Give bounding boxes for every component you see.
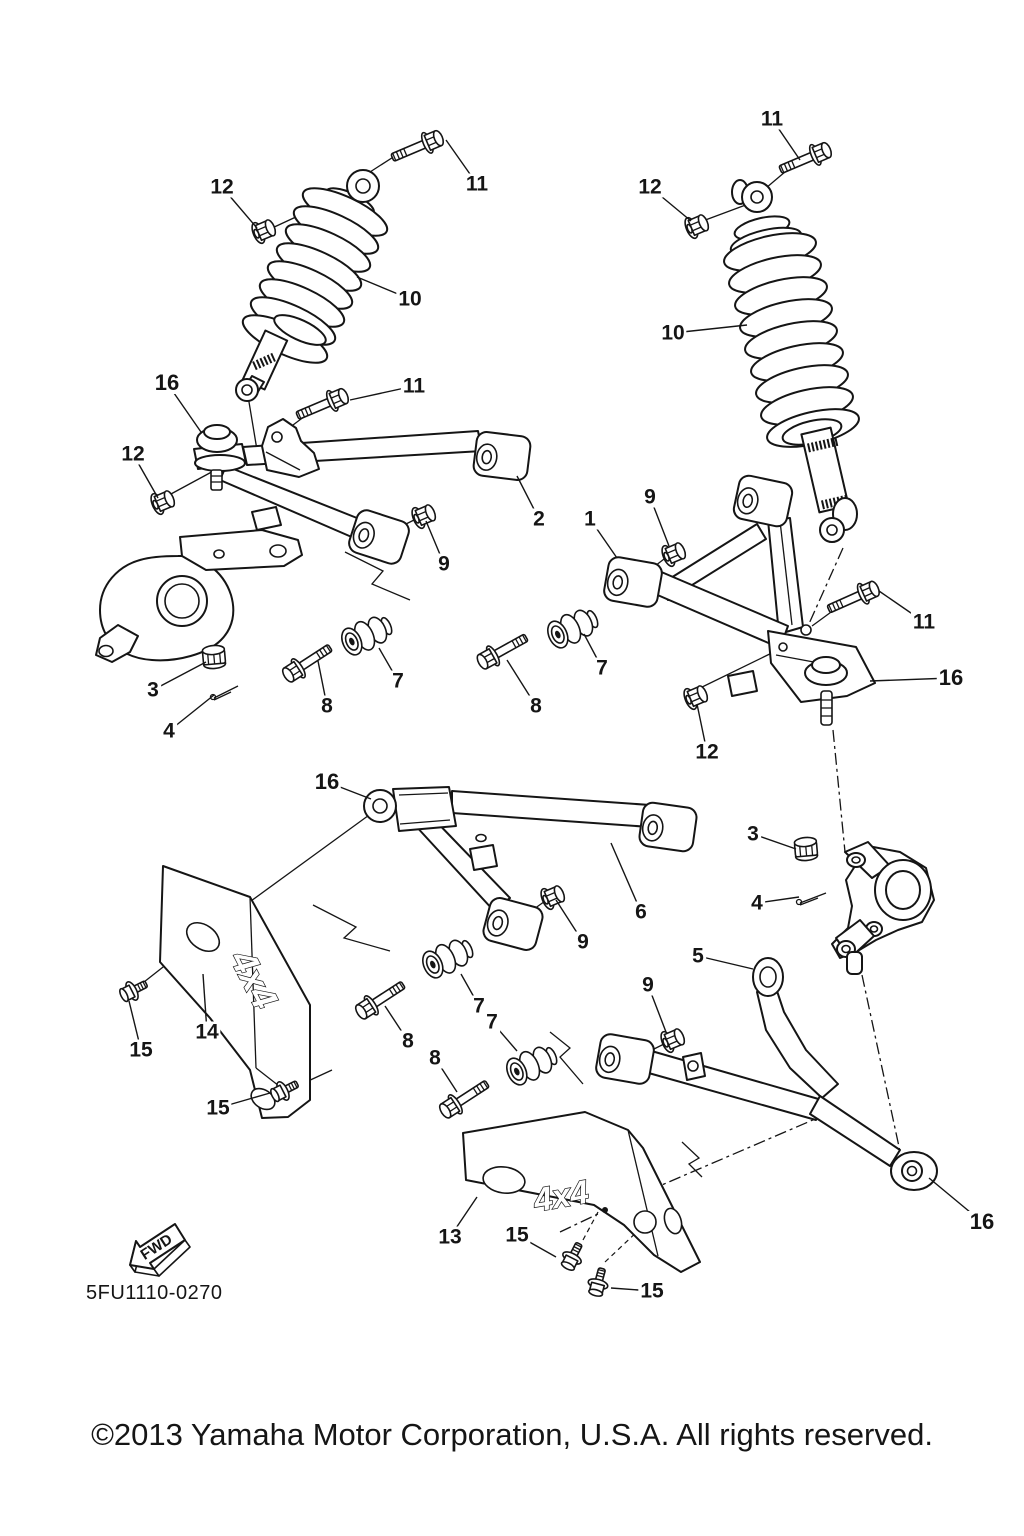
callout-2: 2 [531,507,547,531]
callout-12: 12 [693,740,721,764]
arm-bushing-housing [471,429,533,483]
screw-15-d [584,1265,613,1299]
hardware [115,125,884,1299]
nut-12-left [147,486,179,517]
nut-9-lower-b [657,1024,689,1055]
callout-8: 8 [400,1029,416,1053]
bolt-8-lower-a [351,974,410,1025]
callout-7: 7 [594,656,610,680]
callout-16: 16 [312,769,342,794]
leader-line-3 [152,661,207,691]
callout-8: 8 [319,694,335,718]
callout-9: 9 [642,485,658,509]
callout-3: 3 [745,822,761,846]
bolt-11-mid-left [292,383,353,427]
callout-11: 11 [463,172,491,196]
arm-bushing-housing [593,1031,657,1087]
callout-7: 7 [390,669,406,693]
copyright-text: ©2013 Yamaha Motor Corporation, U.S.A. A… [91,1417,933,1452]
knuckle-left [95,529,303,663]
callout-8: 8 [528,694,544,718]
bolt-11-top-left [387,125,448,169]
shock-mount-bushing [731,472,795,530]
callout-16: 16 [152,370,182,395]
callout-10: 10 [396,287,424,311]
screw-15-a [115,974,152,1007]
screw-15-c [556,1238,589,1275]
ball-joint-right-upper [727,624,876,726]
nut-9-lower-a [537,881,569,912]
callout-11: 11 [910,610,938,634]
leader-line-5 [697,955,754,970]
bolt-8-left [278,637,337,688]
leader-line-6 [610,842,642,913]
callout-12: 12 [208,175,236,199]
bolt-11-mid-right [823,576,884,621]
callout-11: 11 [758,107,786,131]
knuckle-right [831,841,935,975]
callout-6: 6 [633,900,649,924]
callout-15: 15 [127,1038,155,1062]
callout-11: 11 [400,374,428,398]
nut-9-right [658,538,690,569]
castle-nut-3-right [793,835,819,863]
callout-15: 15 [503,1223,531,1247]
nut-12-top-right [681,210,713,241]
upper-arm-left [193,418,533,568]
callout-16: 16 [936,665,966,690]
figure-code: 5FU1110-0270 [86,1282,223,1304]
cotter-pin-4-left [209,685,239,701]
callout-4: 4 [161,719,177,743]
nut-9-left [408,500,440,531]
callout-8: 8 [427,1046,443,1070]
callout-13: 13 [436,1225,464,1249]
bolt-11-top-right [775,137,836,181]
rear-lower-arm [593,957,938,1191]
bushing-7-lower-a [417,932,479,983]
cotter-pin-4-right [795,892,827,906]
callout-3: 3 [145,678,161,702]
bolt-8-right [472,627,533,675]
nut-12-right [680,681,712,712]
upper-arm-right [601,472,876,726]
fwd-arrow: FWD [129,1223,191,1277]
arm-bushing-housing [480,894,546,954]
callout-10: 10 [659,321,687,345]
callout-7: 7 [484,1010,500,1034]
shock-absorber-left [235,169,389,402]
ball-joint-front-lower [363,786,457,832]
callout-leader-lines [128,118,983,1292]
callout-7: 7 [471,994,487,1018]
callout-9: 9 [436,552,452,576]
callout-14: 14 [193,1020,221,1044]
callout-9: 9 [575,930,591,954]
castle-nut-3-left [201,643,227,671]
callout-12: 12 [636,175,664,199]
nut-12-top-left [248,215,280,246]
callout-5: 5 [690,944,706,968]
callout-12: 12 [119,442,147,466]
callout-16: 16 [967,1209,997,1234]
shock-absorber-right [723,179,860,543]
callout-15: 15 [204,1096,232,1120]
ball-joint-left-upper [193,424,247,491]
splash-guard-rear: 4x4 [462,1111,701,1273]
arm-bushing-housing [637,800,699,854]
callout-15: 15 [638,1279,666,1303]
bolt-8-lower-b [435,1073,494,1124]
callout-1: 1 [582,507,598,531]
bushing-7-lower-b [501,1039,563,1090]
callout-4: 4 [749,891,765,915]
front-lower-arm [363,786,699,954]
arm-bushing-housing [601,554,665,610]
splash-guard-front: 4x4 [159,865,311,1119]
callout-9: 9 [640,973,656,997]
bushing-7-left [336,609,398,660]
bushing-7-right [542,602,604,653]
